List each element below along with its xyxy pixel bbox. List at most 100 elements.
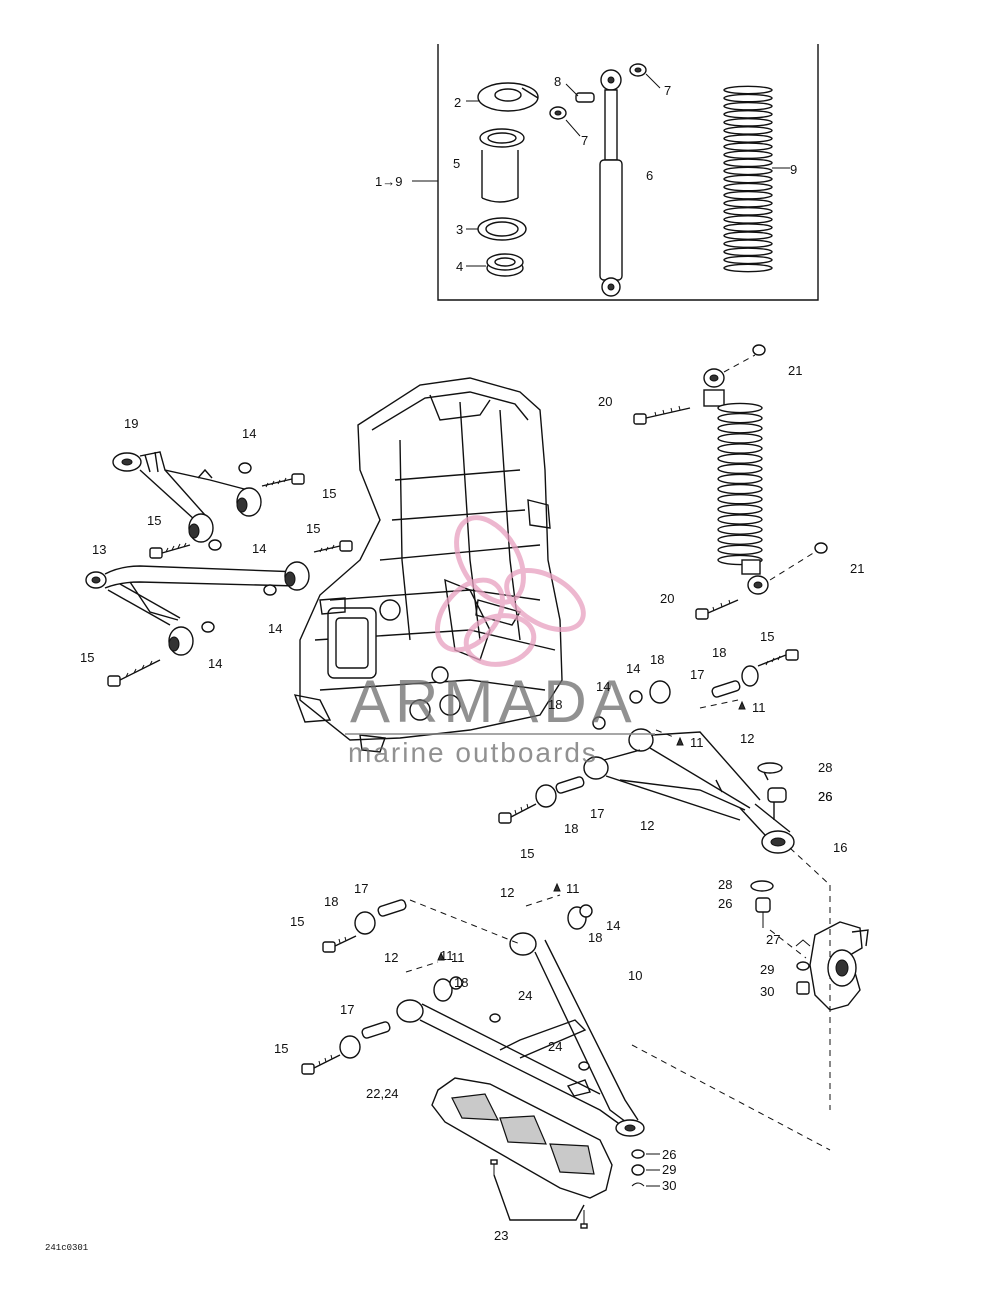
callout-13: 13 — [92, 542, 106, 557]
callout-9: 9 — [790, 162, 797, 177]
spring-coil — [723, 166, 773, 176]
spring-coil — [717, 473, 763, 485]
spring-coil — [723, 215, 773, 224]
callout-14: 14 — [606, 918, 620, 933]
bolt-part — [313, 540, 353, 553]
callout-7: 7 — [664, 83, 671, 98]
spring-coil — [717, 402, 763, 414]
bolt-part — [633, 405, 691, 425]
spring-coil — [717, 534, 763, 545]
kit-label: 1→9 — [375, 174, 402, 189]
callout-26: 26 — [718, 896, 732, 911]
callout-30: 30 — [662, 1178, 676, 1193]
callout-27: 27 — [766, 932, 780, 947]
callout-15: 15 — [322, 486, 336, 501]
callout-18: 18 — [650, 652, 664, 667]
callout-12: 12 — [640, 818, 654, 833]
spring-coil — [717, 504, 763, 515]
shock-absorber-part — [599, 69, 623, 297]
spring-coil — [717, 463, 763, 475]
spring-coil — [723, 134, 773, 143]
spring-coil — [723, 101, 773, 111]
spring-coil — [723, 198, 773, 208]
callout-12: 12 — [740, 731, 754, 746]
callout-10: 10 — [628, 968, 642, 983]
front-shock-assembly — [633, 344, 828, 620]
spring-coil — [723, 263, 773, 273]
spring-coil — [717, 544, 763, 556]
bolt-part — [498, 649, 799, 824]
spring-coil — [723, 182, 773, 192]
spring-coil — [723, 255, 773, 265]
spring-coil — [723, 231, 773, 240]
spring-coil — [723, 223, 773, 232]
spring-coil — [717, 493, 763, 505]
callout-14: 14 — [208, 656, 222, 671]
bolt-part — [261, 473, 305, 488]
callout-15: 15 — [760, 629, 774, 644]
callout-26: 26 — [662, 1147, 676, 1162]
bolt-part — [107, 659, 161, 687]
callout-18: 18 — [564, 821, 578, 836]
spring-coil — [717, 423, 763, 434]
callout-4: 4 — [456, 259, 463, 274]
bolt-part — [149, 542, 191, 559]
callout-18: 18 — [588, 930, 602, 945]
nut-part — [752, 344, 828, 554]
sleeve-part — [555, 680, 741, 794]
spring-coil — [717, 433, 763, 444]
lower-arm-left — [85, 561, 310, 656]
bushing-part — [339, 904, 593, 1059]
nut-part — [631, 1149, 660, 1187]
callout-20: 20 — [598, 394, 612, 409]
spring-coil — [717, 453, 763, 464]
ring-part — [477, 217, 527, 241]
spring-coil — [723, 174, 773, 184]
spring-coil — [723, 247, 773, 257]
watermark-name: ARMADA — [350, 668, 637, 735]
watermark-logo: ARMADA marine outboards — [345, 515, 655, 768]
spring-seat-part — [477, 82, 539, 112]
callout-2: 2 — [454, 95, 461, 110]
callout-15: 15 — [520, 846, 534, 861]
callout-24: 24 — [518, 988, 532, 1003]
spring-coil — [717, 524, 763, 535]
callout-17: 17 — [590, 806, 604, 821]
callout-30: 30 — [760, 984, 774, 999]
callout-7: 7 — [581, 133, 588, 148]
sleeve-part — [361, 899, 407, 1039]
callout-18: 18 — [324, 894, 338, 909]
callout-20: 20 — [660, 591, 674, 606]
callout-15: 15 — [147, 513, 161, 528]
spring-coil — [717, 483, 763, 495]
spring-coil — [723, 207, 773, 216]
callout-5: 5 — [453, 156, 460, 171]
callout-11: 11 — [451, 950, 465, 965]
callout-16: 16 — [833, 840, 847, 855]
callout-15: 15 — [290, 914, 304, 929]
nut-part — [201, 462, 277, 633]
spring-coil — [717, 412, 763, 424]
bushing-part — [535, 665, 759, 808]
callout-26: 26 — [818, 789, 832, 804]
callout-22-24: 22,24 — [366, 1086, 399, 1101]
spring-coil — [723, 190, 773, 200]
pin-part — [575, 92, 595, 103]
callout-24: 24 — [548, 1039, 562, 1054]
callout-14: 14 — [268, 621, 282, 636]
callout-29: 29 — [760, 962, 774, 977]
callout-14: 14 — [252, 541, 266, 556]
callout-28: 28 — [818, 760, 832, 775]
callout-26: 26 — [818, 789, 832, 804]
bolt-part — [695, 599, 739, 620]
spring-coil — [723, 93, 773, 103]
washer-part — [549, 63, 647, 120]
spring-part — [723, 85, 773, 273]
callout-28: 28 — [718, 877, 732, 892]
spring-coil — [723, 150, 773, 160]
callout-17: 17 — [340, 1002, 354, 1017]
watermark-petal — [504, 567, 586, 633]
lower-arm-right — [301, 882, 831, 1151]
